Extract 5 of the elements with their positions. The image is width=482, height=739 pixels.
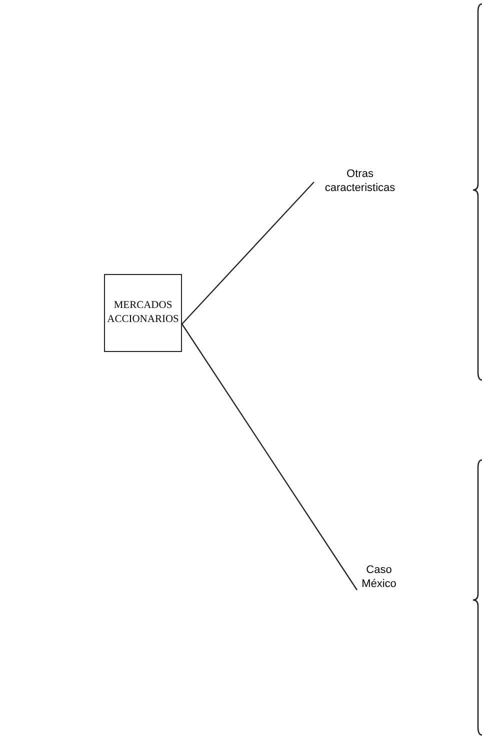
connector-line [182,324,358,590]
connector-line [182,182,314,324]
branch-label: Caso México [360,562,398,592]
branch-label: Otras caracteristicas [324,166,396,196]
concept-box: MERCADOS ACCIONARIOS [104,274,182,352]
